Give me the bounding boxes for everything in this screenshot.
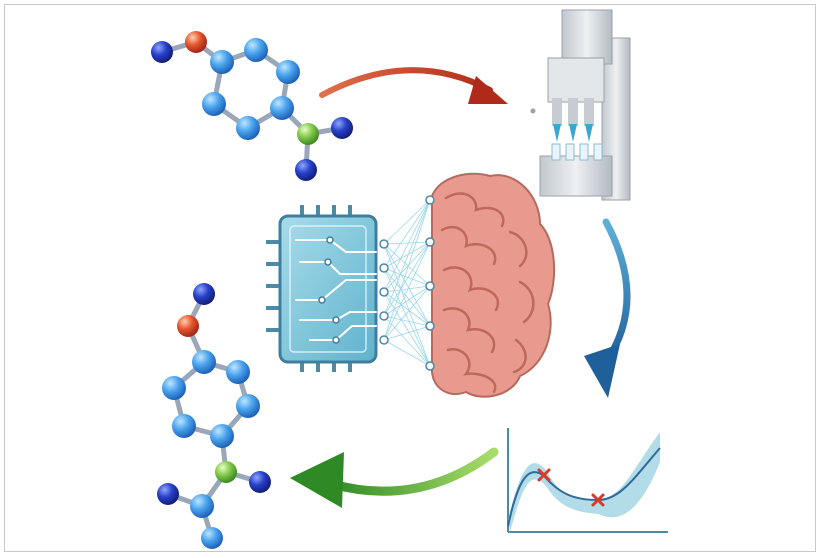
bayesian-optimization-plot-icon	[507, 428, 668, 533]
red-arrow-icon	[319, 67, 508, 104]
green-arrow-icon	[290, 447, 499, 508]
blue-arrow-icon	[584, 218, 631, 398]
brain-icon	[425, 172, 556, 398]
neural-network-icon	[379, 199, 431, 367]
top-molecule-icon	[151, 31, 353, 181]
dispensing-robot-icon	[530, 9, 631, 201]
bottom-molecule-icon	[157, 283, 271, 549]
ai-chip-icon	[266, 205, 378, 372]
